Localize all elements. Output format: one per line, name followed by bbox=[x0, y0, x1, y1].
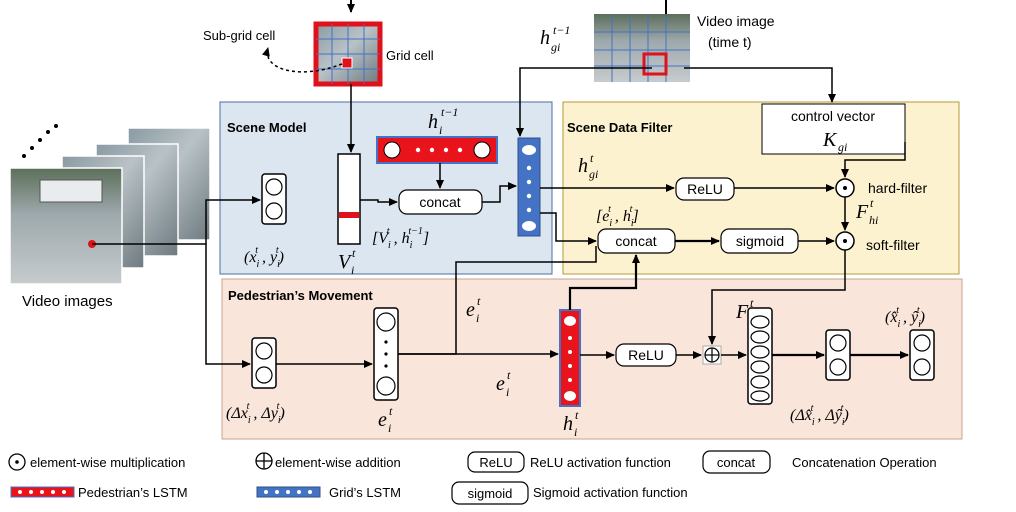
pedestrian-movement-title: Pedestrian’s Movement bbox=[228, 288, 373, 303]
legend-add-icon bbox=[255, 452, 273, 470]
video-image-time-t bbox=[594, 14, 690, 82]
svg-text:i: i bbox=[506, 385, 509, 399]
concat-filter-label: concat bbox=[615, 233, 656, 249]
svg-text:t: t bbox=[477, 294, 481, 308]
svg-text:t: t bbox=[590, 151, 594, 165]
e-i-label-low: e i t bbox=[496, 368, 511, 399]
svg-text:t: t bbox=[352, 246, 356, 260]
grid-cell-image bbox=[313, 21, 383, 87]
svg-text:K: K bbox=[822, 129, 838, 151]
svg-text:t: t bbox=[389, 404, 393, 418]
legend-grid-lstm-icon bbox=[256, 486, 321, 498]
sub-grid-cell-marker bbox=[341, 57, 353, 69]
grid-cell-label: Grid cell bbox=[386, 48, 434, 63]
relu-movement-label: ReLU bbox=[628, 347, 664, 363]
visual-feature-vector bbox=[337, 153, 361, 245]
svg-text:t: t bbox=[575, 408, 579, 422]
legend-concat-box bbox=[702, 450, 771, 474]
legend-concat-desc: Concatenation Operation bbox=[792, 455, 937, 470]
svg-text:i: i bbox=[388, 421, 391, 435]
svg-text:hi: hi bbox=[869, 213, 878, 227]
dxy-hat-label: (Δx̂it , Δŷit) bbox=[790, 403, 849, 428]
control-vector-box bbox=[761, 103, 906, 155]
svg-text:h: h bbox=[578, 155, 588, 177]
grid-lstm bbox=[517, 137, 541, 237]
relu-filter-label: ReLU bbox=[687, 181, 723, 197]
position-vector bbox=[261, 173, 287, 225]
e-i-label-mid: e i t bbox=[466, 294, 481, 325]
svg-text:F: F bbox=[855, 201, 869, 223]
pedestrian-lstm bbox=[559, 309, 581, 407]
output-lstm-layer bbox=[747, 307, 773, 405]
legend: element-wise multiplication element-wise… bbox=[8, 450, 937, 505]
svg-text:t: t bbox=[507, 368, 511, 382]
V-i-label: V i t bbox=[338, 246, 356, 277]
concat-scene-model-label: concat bbox=[419, 194, 460, 210]
pedestrian-movement-panel bbox=[221, 278, 963, 440]
connection-arrows bbox=[92, 67, 909, 368]
F-hi-label: F hi t bbox=[855, 196, 878, 227]
svg-text:h: h bbox=[563, 413, 573, 435]
video-images-stack bbox=[9, 124, 211, 285]
dxy-label: (Δxit , Δyit) bbox=[226, 401, 285, 426]
soft-filter-mult-icon bbox=[835, 231, 855, 251]
svg-text:i: i bbox=[574, 425, 577, 439]
svg-text:gi: gi bbox=[551, 40, 560, 54]
legend-add-label: element-wise addition bbox=[275, 455, 401, 470]
legend-pedestrian-lstm-icon bbox=[10, 486, 75, 498]
legend-relu-key: ReLU bbox=[479, 455, 512, 470]
h-i-label: h i t bbox=[563, 408, 579, 439]
predicted-position-vector bbox=[909, 329, 935, 381]
hard-filter-label: hard-filter bbox=[868, 180, 927, 196]
scene-model-title: Scene Model bbox=[227, 120, 306, 135]
legend-grid-lstm-label: Grid’s LSTM bbox=[329, 485, 401, 500]
embedding-vector bbox=[373, 307, 399, 401]
svg-text:t−1: t−1 bbox=[553, 23, 570, 37]
legend-sigmoid-box bbox=[451, 481, 529, 505]
relu-filter bbox=[675, 177, 735, 201]
svg-text:e: e bbox=[466, 299, 475, 321]
h-gi-t-label: h gi t bbox=[578, 151, 598, 181]
legend-mult-label: element-wise multiplication bbox=[30, 455, 185, 470]
soft-filter-label: soft-filter bbox=[866, 237, 920, 253]
svg-text:t−1: t−1 bbox=[441, 105, 458, 119]
K-gi-label: K gi bbox=[822, 129, 847, 154]
pedestrian-lstm-prev-state bbox=[376, 136, 498, 164]
legend-concat-key: concat bbox=[717, 455, 756, 470]
h-i-prev-label: h i t−1 bbox=[428, 105, 458, 137]
legend-mult-icon bbox=[8, 453, 26, 471]
hard-filter-mult-icon bbox=[835, 178, 855, 198]
svg-text:t: t bbox=[750, 296, 754, 310]
control-vector-label: control vector bbox=[791, 108, 875, 124]
svg-text:t: t bbox=[870, 196, 874, 210]
h-gi-prev-label: h gi t−1 bbox=[540, 23, 570, 54]
legend-sigmoid-desc: Sigmoid activation function bbox=[533, 485, 688, 500]
svg-text:e: e bbox=[378, 409, 387, 431]
legend-relu-box bbox=[467, 451, 525, 473]
sub-grid-cell-label: Sub-grid cell bbox=[203, 28, 275, 43]
video-images-label: Video images bbox=[22, 293, 113, 310]
legend-pedestrian-lstm-label: Pedestrian’s LSTM bbox=[78, 485, 188, 500]
svg-text:h: h bbox=[428, 111, 438, 133]
svg-text:gi: gi bbox=[589, 167, 598, 181]
video-image-label-2: (time t) bbox=[708, 34, 752, 50]
predicted-displacement-vector bbox=[825, 329, 851, 381]
scene-data-filter-title: Scene Data Filter bbox=[567, 120, 673, 135]
svg-text:h: h bbox=[540, 27, 550, 49]
legend-relu-desc: ReLU activation function bbox=[530, 455, 671, 470]
svg-text:i: i bbox=[476, 311, 479, 325]
svg-text:V: V bbox=[338, 251, 353, 273]
svg-text:e: e bbox=[496, 373, 505, 395]
add-icon bbox=[702, 345, 722, 365]
svg-text:i: i bbox=[351, 263, 354, 277]
svg-text:F: F bbox=[735, 301, 749, 323]
svg-text:i: i bbox=[439, 123, 442, 137]
e-h-concat-label: [eit , hit] bbox=[596, 204, 639, 229]
sigmoid-label: sigmoid bbox=[736, 233, 784, 249]
displacement-vector bbox=[251, 337, 277, 389]
video-image-label-1: Video image bbox=[697, 13, 775, 29]
legend-sigmoid-key: sigmoid bbox=[468, 486, 513, 501]
svg-text:gi: gi bbox=[838, 140, 847, 154]
e-i-label-bottom: e i t bbox=[378, 404, 393, 435]
